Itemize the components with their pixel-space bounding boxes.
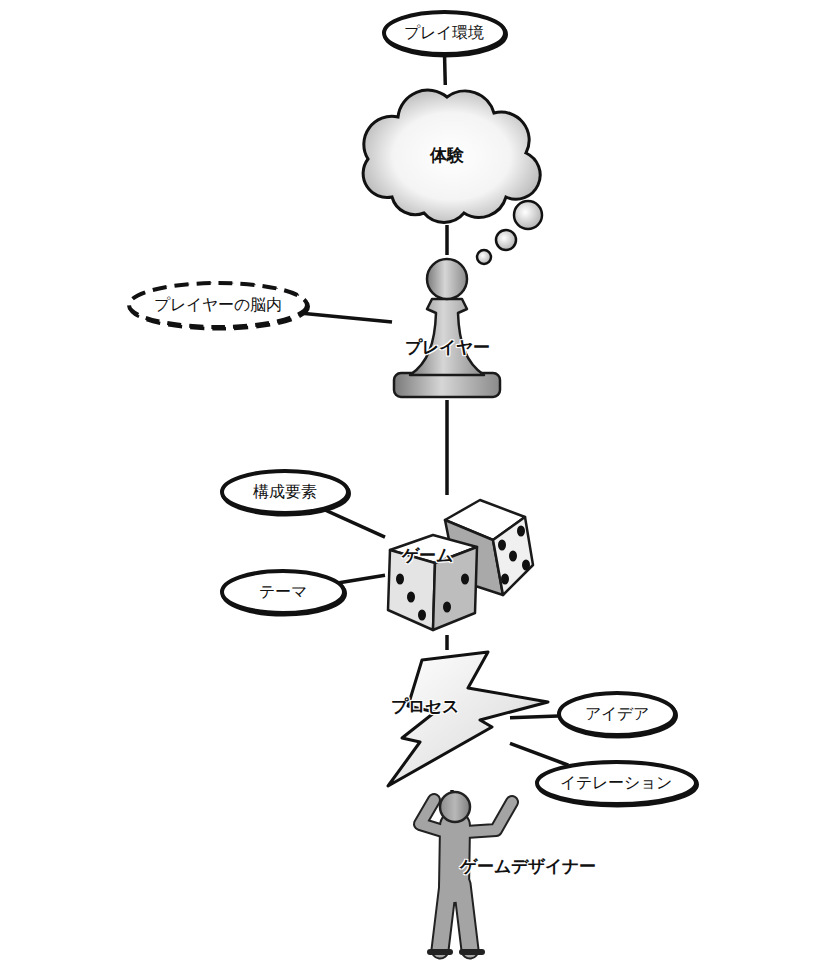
die-face [493, 517, 533, 595]
connector-line [445, 400, 449, 495]
die-pip [407, 592, 415, 603]
node-label: プレイヤーの脳内 [154, 295, 282, 314]
node-label: ゲーム [402, 545, 453, 565]
die-pip [418, 610, 426, 621]
figure-outline [454, 826, 455, 888]
iteration-ellipse: イテレーション [533, 758, 700, 808]
die-pip [461, 574, 469, 585]
dice-shape [385, 495, 535, 635]
environment-ellipse: プレイ環境 [380, 8, 509, 58]
player-pawn: プレイヤー [392, 255, 502, 400]
connector-line [445, 635, 449, 650]
idea-ellipse: アイデア [555, 689, 679, 739]
component-ellipse: 構成要素 [218, 467, 352, 517]
lightning-bolt [388, 652, 548, 786]
connector-line [324, 509, 385, 537]
node-label: 体験 [430, 145, 464, 165]
node-label: ゲームデザイナー [460, 856, 596, 876]
node-label: プロセス [391, 696, 459, 716]
figure-foot [462, 949, 482, 955]
experience-cloud: 体験 [352, 85, 542, 225]
figure-foot [430, 949, 450, 955]
figure-outline [466, 802, 512, 832]
die-pip [501, 574, 509, 585]
mind-ellipse: プレイヤーの脳内 [125, 279, 311, 331]
ellipse-border [384, 12, 505, 54]
pawn-shape [392, 255, 502, 400]
node-label: プレイ環境 [404, 23, 484, 42]
node-label: プレイヤー [405, 337, 490, 357]
designer-shape [400, 792, 600, 960]
ellipse-border [537, 762, 696, 804]
die-pip [517, 526, 525, 537]
die-pip [498, 540, 506, 551]
connector-line [445, 225, 449, 255]
connector-line [339, 575, 385, 583]
process-bolt: プロセス [380, 650, 510, 790]
figure-limb [466, 802, 512, 832]
theme-ellipse: テーマ [218, 567, 348, 617]
connector-line [510, 743, 568, 765]
die-pip [509, 551, 517, 562]
designer-figure: ゲームデザイナー [400, 792, 600, 960]
node-label: 構成要素 [253, 482, 317, 501]
ellipse-border [559, 693, 675, 735]
figure-limb [454, 826, 455, 888]
ellipse-border [222, 571, 344, 613]
connector-line [510, 716, 558, 718]
connector-line [443, 55, 447, 85]
thought-bubble [477, 250, 491, 264]
thought-bubble [514, 201, 542, 229]
pawn-head [427, 259, 467, 299]
connector-line [302, 313, 392, 322]
pawn-base [394, 373, 500, 397]
front-die [388, 535, 477, 630]
ellipse-border [129, 283, 307, 327]
game-dice: ゲーム [385, 495, 535, 635]
thought-bubble [496, 230, 516, 250]
bolt-shape [380, 650, 550, 790]
node-label: イテレーション [560, 773, 672, 792]
die-pip [522, 560, 530, 571]
figure-head [440, 792, 470, 822]
ellipse-border [222, 471, 348, 513]
node-label: アイデア [585, 704, 649, 723]
cloud-outline [363, 90, 540, 222]
die-pip [396, 574, 404, 585]
die-pip [443, 602, 451, 613]
node-label: テーマ [259, 582, 307, 601]
